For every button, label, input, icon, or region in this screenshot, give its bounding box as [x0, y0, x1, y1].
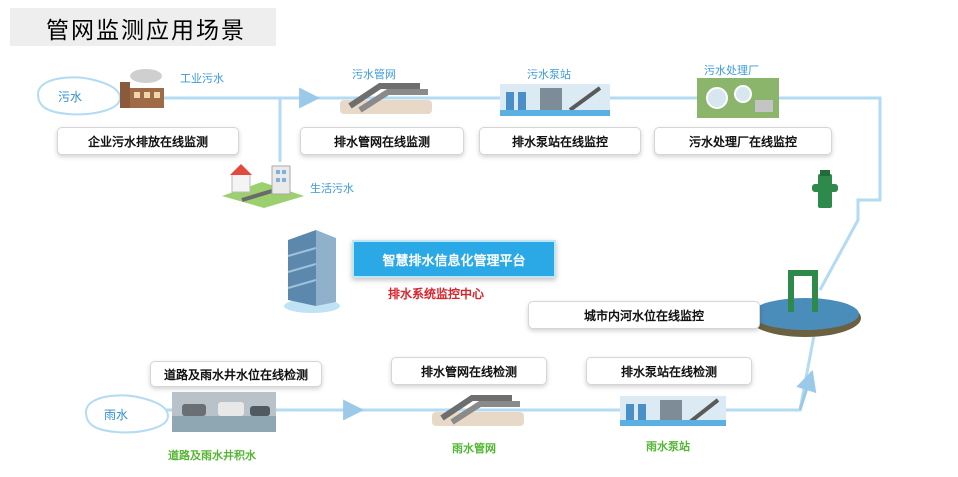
rain-blob-shape: [84, 394, 170, 434]
sewage-source-label: 污水: [57, 89, 82, 104]
rain-pipe-detection-box: 排水管网在线检测: [391, 357, 547, 385]
factory-icon: [120, 69, 164, 108]
road-waterlogging-detection-box: 道路及雨水井水位在线检测: [150, 361, 322, 387]
bottom-arrow-2: [796, 369, 817, 411]
rain-pipe-label: 雨水管网: [452, 442, 496, 455]
enterprise-monitoring-box: 企业污水排放在线监测: [57, 127, 239, 155]
flooded-road-icon: [172, 392, 276, 432]
sewage-pipe-label: 污水管网: [352, 68, 396, 81]
office-building-icon: [284, 230, 340, 313]
rain-pump-label: 雨水泵站: [646, 440, 690, 453]
platform-banner: 智慧排水信息化管理平台: [352, 240, 556, 278]
domestic-sewage-label: 生活污水: [310, 182, 354, 195]
rain-pump-detection-box: 排水泵站在线检测: [586, 357, 752, 385]
sewage-pump-icon: [500, 84, 610, 116]
sewage-pump-monitoring-box: 排水泵站在线监控: [479, 127, 641, 155]
treatment-plant-monitoring-box: 污水处理厂在线监控: [654, 127, 832, 155]
rain-pump-icon: [620, 396, 726, 426]
river-level-monitoring-box: 城市内河水位在线监控: [528, 301, 760, 329]
residential-buildings-icon: [222, 164, 304, 208]
hydrant-icon: [812, 170, 838, 208]
title-bar: [10, 8, 276, 46]
treatment-plant-icon: [697, 78, 779, 118]
river-gauge-icon: [749, 270, 861, 337]
right-flow-line: [818, 118, 882, 291]
treatment-plant-label: 污水处理厂: [704, 64, 759, 77]
sewage-pump-label: 污水泵站: [527, 68, 571, 81]
sewage-pipe-icon: [340, 83, 432, 114]
monitoring-center-label: 排水系统监控中心: [388, 287, 485, 301]
road-waterlogging-label: 道路及雨水井积水: [168, 449, 256, 462]
sewage-pipe-monitoring-box: 排水管网在线监测: [300, 127, 464, 155]
rain-pipe-icon: [432, 395, 524, 426]
page-title: 管网监测应用场景: [46, 18, 246, 44]
industrial-sewage-label: 工业污水: [180, 72, 224, 85]
rain-source-label: 雨水: [103, 407, 128, 422]
